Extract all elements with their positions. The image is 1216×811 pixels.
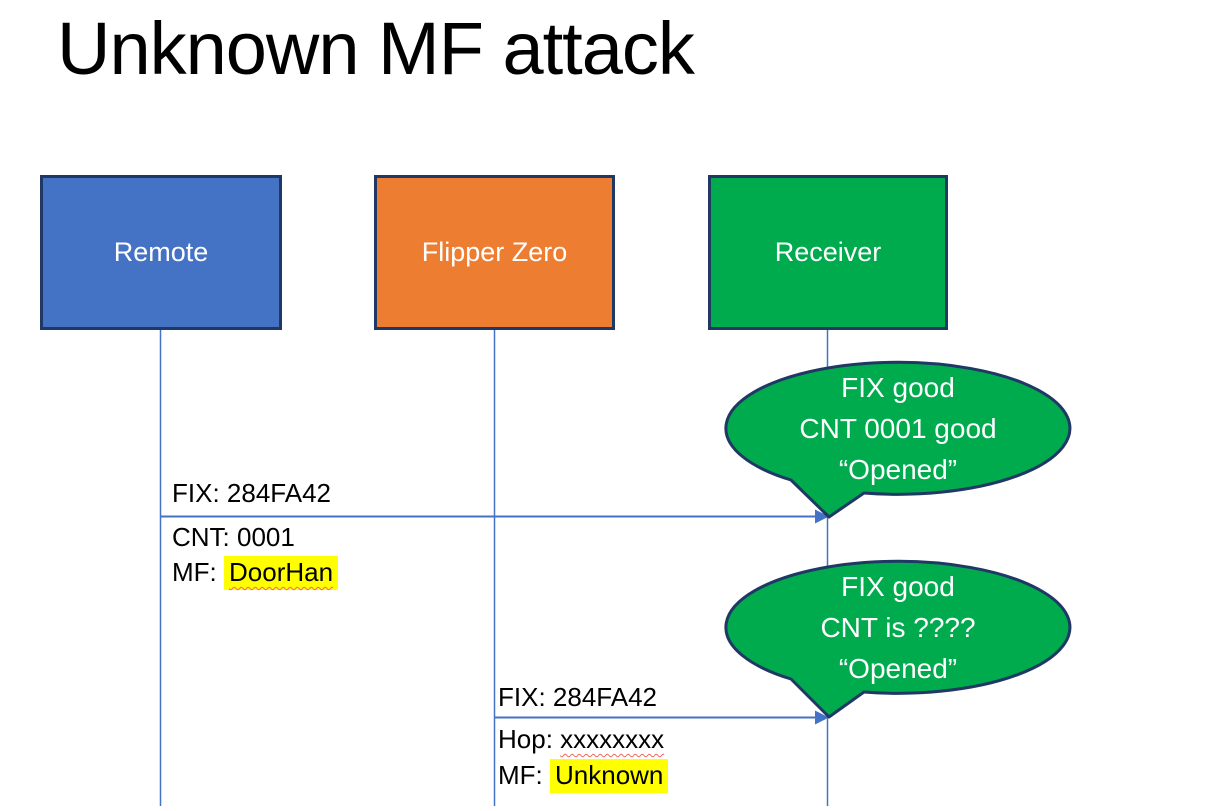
message1-mf-value-highlighted: DoorHan [224,556,339,590]
callout-2-line-1: FIX good [841,570,955,602]
message2-hop-value-squiggled: xxxxxxxx [560,724,665,754]
callout-bubble-2-shape [724,559,1072,719]
actor-box-flipper-zero: Flipper Zero [374,175,615,330]
actor-box-remote: Remote [40,175,282,330]
actor-label-flipper-zero: Flipper Zero [421,237,568,267]
callout-1-line-3: “Opened” [838,453,958,485]
actor-label-receiver: Receiver [774,237,882,267]
message-arrow-1-head-icon [815,509,829,524]
callout-1-text: FIX good CNT 0001 good “Opened” [728,364,1068,492]
callout-1-line-2: CNT 0001 good [799,412,997,444]
message1-fix-label: FIX: 284FA42 [172,478,331,508]
callout-2-text: FIX good CNT is ???? “Opened” [728,563,1068,691]
message-arrow-2-head-icon [815,710,829,725]
callout-2-line-3: “Opened” [838,652,958,684]
message2-hop-prefix: Hop: [498,724,561,754]
actor-box-receiver: Receiver [708,175,948,330]
slide-title: Unknown MF attack [57,7,695,90]
message1-mf-label: MF: DoorHan [172,556,339,590]
message2-hop-label: Hop: xxxxxxxx [498,723,664,755]
callout-1-line-1: FIX good [841,371,955,403]
actor-label-remote: Remote [113,237,209,267]
callout-bubble-1-shape [724,360,1072,519]
message2-fix-label: FIX: 284FA42 [498,682,657,712]
message1-mf-prefix: MF: [172,557,224,587]
message2-mf-prefix: MF: [498,760,550,790]
callout-2-line-2: CNT is ???? [820,611,976,643]
message1-cnt-label: CNT: 0001 [172,522,295,552]
message2-mf-label: MF: Unknown [498,759,669,793]
message2-mf-value-highlighted: Unknown [550,759,669,793]
